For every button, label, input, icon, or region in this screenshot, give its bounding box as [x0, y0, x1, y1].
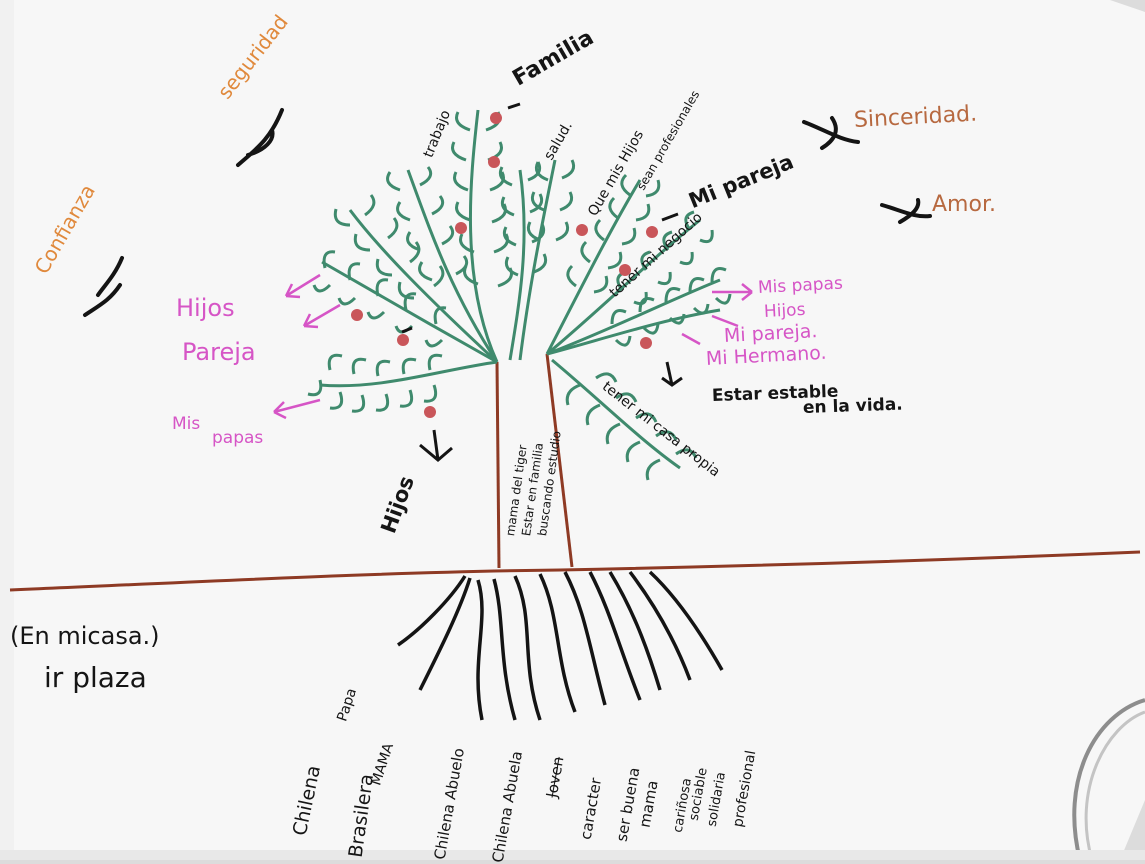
branch-en-la-vida: en la vida.	[803, 397, 903, 417]
pink-papas-left: papas	[212, 430, 263, 447]
pink-hijos-left: Hijos	[176, 296, 235, 320]
home-line-2: ir plaza	[44, 664, 147, 692]
home-line-1: (En micasa.)	[10, 624, 160, 648]
pink-mis-papas: Mis papas	[758, 276, 844, 297]
value-amor: Amor.	[932, 194, 996, 216]
pink-mis: Mis	[172, 416, 200, 433]
pink-pareja-left: Pareja	[182, 340, 256, 364]
pink-hijos-right: Hijos	[764, 302, 806, 321]
